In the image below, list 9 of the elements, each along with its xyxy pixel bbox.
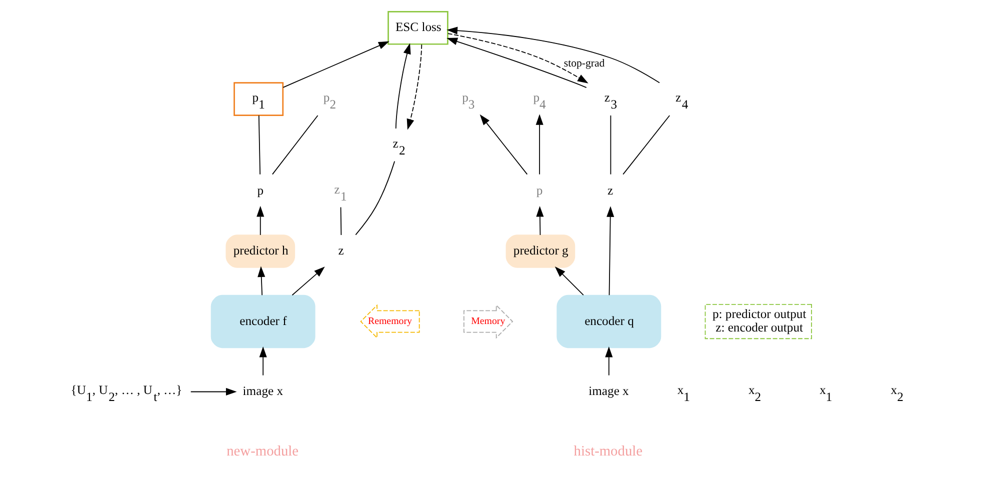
label: new-module xyxy=(226,444,298,460)
node-text: image x xyxy=(242,384,283,398)
label: hist-module xyxy=(573,444,642,460)
node-text: p xyxy=(536,183,542,198)
edge-label: stop-grad xyxy=(563,57,604,70)
node-text: z xyxy=(338,244,344,258)
node-text: z xyxy=(607,183,613,198)
node-text: image x xyxy=(588,384,628,398)
node-text: p xyxy=(256,183,264,198)
